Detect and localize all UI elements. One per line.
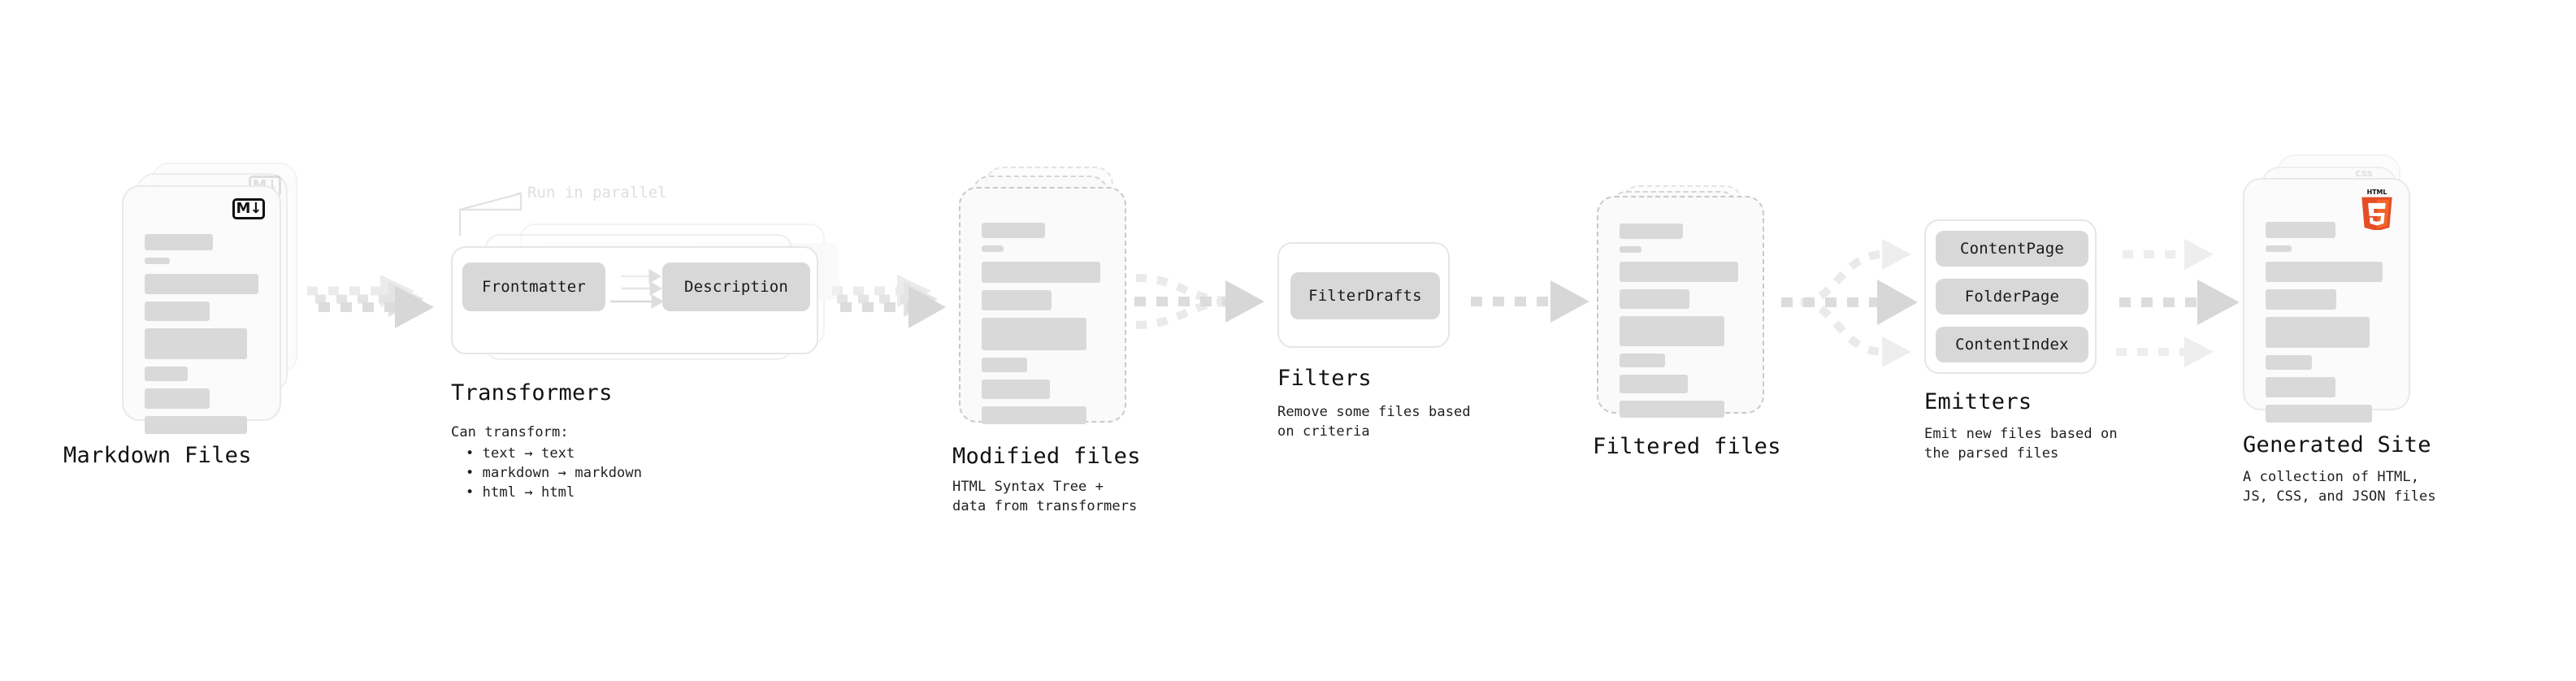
transformers-bullet-1-text: markdown → markdown [482, 465, 643, 481]
emitters-subtitle: Emit new files based on the parsed files [1924, 426, 2118, 462]
connector-filtered-to-emitters [1781, 239, 1918, 367]
transformers-box-front: Frontmatter Description [451, 246, 818, 354]
markdown-card-front: M↓ [122, 185, 281, 434]
stage-title-filtered-files: Filtered files [1593, 434, 1781, 459]
stage-generated-site: CSS JS HTML [2243, 154, 2470, 505]
transformers-subtitle: Can transform: [451, 424, 569, 440]
modified-files-subtitle: HTML Syntax Tree + data from transformer… [952, 479, 1138, 515]
transformers-bullet-2-text: html → html [482, 484, 575, 501]
stage-markdown-files: M↓ M↓ M↓ Markdown Files [63, 163, 309, 488]
stage-title-modified-files: Modified files [952, 444, 1141, 469]
modified-card-front [959, 187, 1126, 424]
stage-transformers: Frontmatter Description Run in parallel … [451, 184, 841, 512]
connector-modified-to-filters [1134, 274, 1264, 329]
filter-chip-filterdrafts[interactable]: FilterDrafts [1290, 272, 1440, 319]
filters-box: FilterDrafts [1277, 242, 1450, 348]
transformer-chip-description[interactable]: Description [662, 262, 810, 311]
svg-text:HTML: HTML [2367, 189, 2387, 196]
emitter-chip-folderpage[interactable]: FolderPage [1936, 279, 2088, 314]
stage-filters: FilterDrafts Filters Remove some files b… [1277, 242, 1537, 453]
connector-transformers-to-modified [832, 275, 946, 328]
transformers-bullet-0: • text → text [466, 445, 575, 462]
transformers-bullet-2: • html → html [466, 484, 575, 501]
stage-emitters: ContentPage FolderPage ContentIndex Emit… [1924, 219, 2192, 463]
filtered-card-front [1597, 196, 1764, 418]
connector-markdown-to-transformers [307, 275, 434, 328]
placeholder-lines [982, 223, 1104, 432]
emitter-chip-contentindex[interactable]: ContentIndex [1936, 327, 2088, 362]
stage-title-generated-site: Generated Site [2243, 432, 2431, 458]
site-card-front: HTML [2243, 178, 2410, 423]
html5-icon: HTML [2358, 188, 2396, 232]
placeholder-lines [1620, 223, 1741, 425]
filters-subtitle: Remove some files based on criteria [1277, 404, 1471, 440]
stage-title-filters: Filters [1277, 366, 1372, 391]
stage-title-emitters: Emitters [1924, 389, 2032, 414]
placeholder-lines [2266, 222, 2387, 430]
stage-title-transformers: Transformers [451, 380, 613, 406]
generated-site-subtitle: A collection of HTML, JS, CSS, and JSON … [2243, 469, 2436, 505]
stage-title-markdown-files: Markdown Files [63, 443, 252, 468]
emitter-chip-contentpage[interactable]: ContentPage [1936, 231, 2088, 267]
stage-filtered-files: Filtered files [1593, 185, 1792, 510]
emitters-box: ContentPage FolderPage ContentIndex [1924, 219, 2097, 374]
transformer-chip-frontmatter[interactable]: Frontmatter [462, 262, 605, 311]
placeholder-lines [145, 234, 258, 441]
stage-modified-files: Modified files HTML Syntax Tree + data f… [952, 167, 1154, 514]
transformers-bullet-0-text: text → text [482, 445, 575, 462]
transformers-bullet-1: • markdown → markdown [466, 465, 643, 481]
run-in-parallel-label: Run in parallel [527, 184, 667, 202]
markdown-icon: M↓ [232, 198, 265, 219]
